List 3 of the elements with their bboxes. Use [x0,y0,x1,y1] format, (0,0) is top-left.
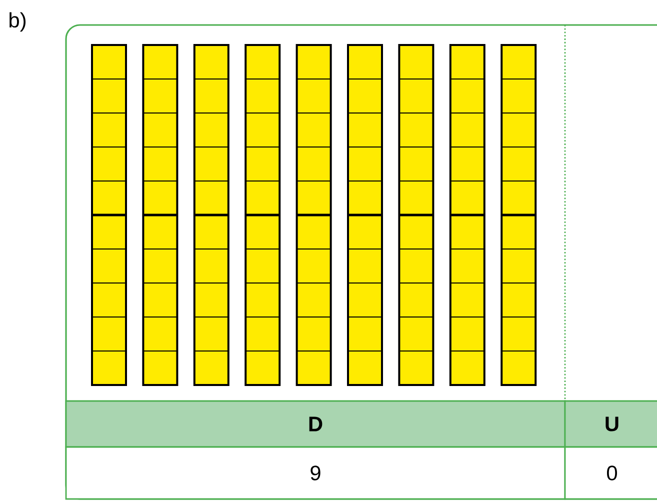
panel-label: b) [10,12,26,32]
table-cell: 0 [564,446,657,500]
table-header-cell: U [564,400,657,448]
